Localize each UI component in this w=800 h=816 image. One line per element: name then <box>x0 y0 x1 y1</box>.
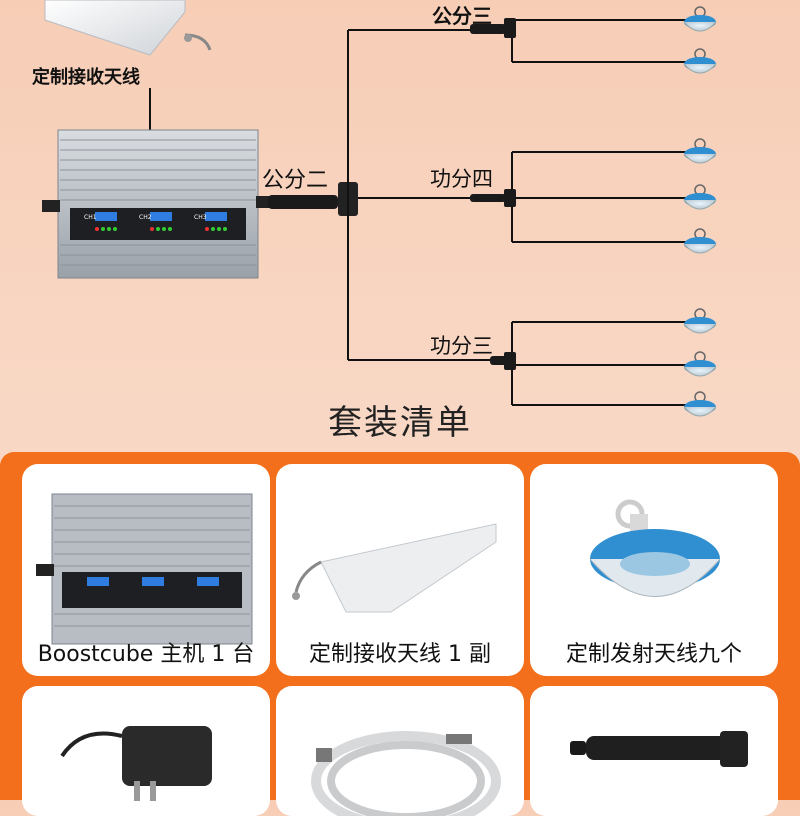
cable-coil-icon <box>311 731 501 816</box>
power-adapter-icon <box>60 726 212 801</box>
kit-card-receive-antenna: 定制接收天线 1 副 <box>276 464 524 676</box>
section-title: 套装清单 <box>328 403 472 443</box>
kit-card-cable <box>276 686 524 816</box>
power-splitter-icon <box>570 731 748 767</box>
kit-item-caption: 定制发射天线九个 <box>565 642 742 667</box>
kit-card-transmit-antenna: 定制发射天线九个 <box>530 464 778 676</box>
amplifier-icon <box>36 493 253 645</box>
mid-splitter-icon <box>470 189 516 207</box>
amp-channel-label: CH2 <box>139 214 152 221</box>
splitter-bottom-label: 功分三 <box>430 334 493 358</box>
kit-item-caption: Boostcube 主机 1 台 <box>37 642 255 667</box>
connection-diagram: CH1 CH2 CH3 <box>42 0 717 417</box>
receive-antenna-icon <box>292 523 497 613</box>
receive-antenna-label: 定制接收天线 <box>32 67 140 88</box>
kit-card-splitter <box>530 686 778 816</box>
amp-channel-label: CH3 <box>194 214 207 221</box>
splitter-mid-label: 功分四 <box>430 167 493 191</box>
amp-channel-label: CH1 <box>84 214 97 221</box>
splitter-top-label: 公分三 <box>432 4 492 28</box>
bottom-splitter-icon <box>490 352 516 370</box>
splitter-main-label: 公分二 <box>262 168 329 193</box>
amplifier-icon: CH1 CH2 CH3 <box>42 129 270 279</box>
main-splitter-icon <box>268 182 358 216</box>
ceiling-antenna-icon <box>589 499 721 597</box>
kit-list-panel: Boostcube 主机 1 台 定制接收天线 1 副 定制发射天线九个 <box>0 452 800 816</box>
kit-card-power-adapter <box>22 686 270 816</box>
ceiling-antenna-icons <box>683 6 717 417</box>
receive-antenna-icon <box>44 0 212 56</box>
kit-item-caption: 定制接收天线 1 副 <box>309 642 491 667</box>
top-splitter-icon <box>470 18 516 38</box>
kit-card-amplifier: Boostcube 主机 1 台 <box>22 464 270 676</box>
